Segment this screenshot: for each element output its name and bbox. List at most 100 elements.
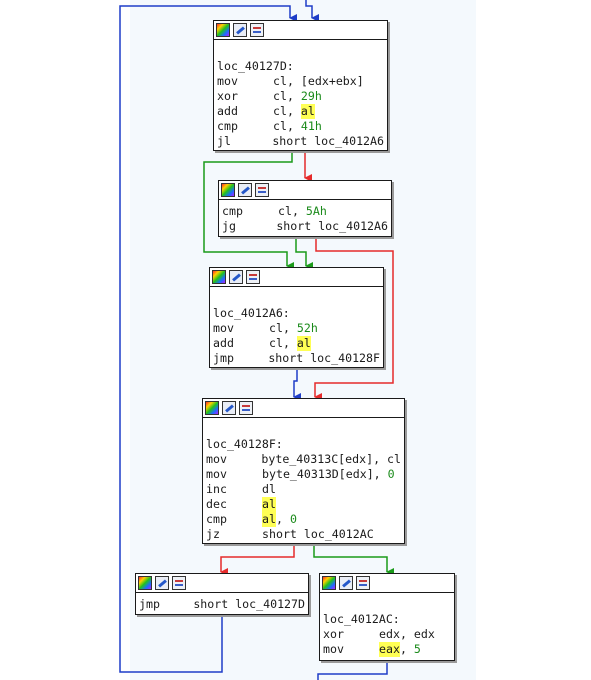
operand: cl, [273, 89, 301, 103]
mnemonic: mov [217, 74, 238, 88]
instruction-line[interactable]: mov cl, 52h [213, 321, 380, 336]
color-palette-icon[interactable] [212, 270, 226, 284]
operand: dl [262, 482, 276, 496]
immediate-value: 52h [296, 321, 318, 335]
instruction-line[interactable]: mov cl, [edx+ebx] [217, 74, 384, 89]
mnemonic: mov [213, 321, 234, 335]
rename-pencil-icon[interactable] [222, 401, 236, 415]
block-label[interactable]: loc_4012AC: [323, 612, 400, 626]
block-header [210, 268, 383, 287]
immediate-value: 5 [413, 642, 421, 656]
block-label[interactable]: loc_4012A6: [213, 306, 290, 320]
graph-overview-icon[interactable] [246, 270, 260, 284]
block-label[interactable]: loc_40128F: [206, 437, 283, 451]
block-header [320, 574, 454, 593]
operand: cl, [269, 336, 297, 350]
operand: short loc_4012A6 [276, 219, 388, 233]
block-label[interactable]: loc_40127D: [217, 59, 294, 73]
edge-b6-out [317, 660, 388, 680]
immediate-value: 41h [300, 119, 322, 133]
operand: cl, [edx+ebx] [273, 74, 364, 88]
graph-overview-icon[interactable] [255, 183, 269, 197]
immediate-value: 0 [387, 467, 395, 481]
block-header [136, 574, 308, 593]
mnemonic: add [217, 104, 238, 118]
operand: cl, [273, 119, 301, 133]
color-palette-icon[interactable] [138, 576, 152, 590]
highlighted-register[interactable]: al [262, 512, 276, 527]
blank-line [206, 422, 401, 437]
mnemonic: xor [217, 89, 238, 103]
edge-b4-b5 [220, 543, 295, 576]
rename-pencil-icon[interactable] [339, 576, 353, 590]
edge-b2-b3 [295, 236, 313, 270]
mnemonic: cmp [222, 204, 243, 218]
edge-incoming-top [305, 0, 319, 22]
blank-line [217, 44, 384, 59]
instruction-line[interactable]: mov byte_40313C[edx], cl [206, 452, 401, 467]
edge-b4-b6 [313, 543, 394, 576]
instruction-line[interactable]: xor cl, 29h [217, 89, 384, 104]
operand: short loc_4012AC [262, 527, 374, 541]
rename-pencil-icon[interactable] [233, 23, 247, 37]
color-palette-icon[interactable] [322, 576, 336, 590]
immediate-value: 0 [289, 512, 297, 526]
instruction-line[interactable]: jz short loc_4012AC [206, 527, 401, 542]
operand: short loc_40128F [268, 351, 380, 365]
graph-overview-icon[interactable] [239, 401, 253, 415]
block-header [203, 399, 404, 418]
mnemonic: mov [206, 452, 227, 466]
graph-overview-icon[interactable] [356, 576, 370, 590]
operand: cl, [269, 321, 297, 335]
instruction-line[interactable]: mov byte_40313D[edx], 0 [206, 467, 401, 482]
mnemonic: jz [206, 527, 220, 541]
color-palette-icon[interactable] [205, 401, 219, 415]
mnemonic: add [213, 336, 234, 350]
highlighted-register[interactable]: al [296, 336, 311, 351]
operand: edx, edx [379, 627, 435, 641]
mnemonic: cmp [206, 512, 227, 526]
mnemonic: mov [323, 642, 344, 656]
rename-pencil-icon[interactable] [238, 183, 252, 197]
graph-overview-icon[interactable] [172, 576, 186, 590]
instruction-line[interactable]: add cl, al [213, 336, 380, 351]
operand: short loc_40127D [193, 597, 305, 611]
highlighted-register[interactable]: eax [379, 642, 400, 657]
color-palette-icon[interactable] [221, 183, 235, 197]
immediate-value: 29h [300, 89, 322, 103]
rename-pencil-icon[interactable] [229, 270, 243, 284]
mnemonic: jl [217, 134, 231, 148]
highlighted-register[interactable]: al [262, 497, 276, 512]
rename-pencil-icon[interactable] [155, 576, 169, 590]
mnemonic: mov [206, 467, 227, 481]
block-header [219, 181, 391, 200]
highlighted-register[interactable]: al [300, 104, 315, 119]
blank-line [213, 291, 380, 306]
operand: byte_40313C[edx], cl [261, 452, 401, 466]
color-palette-icon[interactable] [216, 23, 230, 37]
operand: byte_40313D[edx], [262, 467, 388, 481]
graph-overview-icon[interactable] [250, 23, 264, 37]
